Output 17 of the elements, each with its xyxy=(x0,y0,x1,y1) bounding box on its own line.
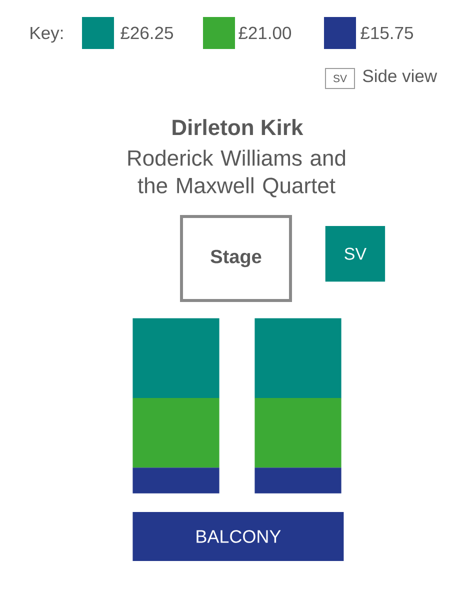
title: Dirleton Kirk xyxy=(172,119,304,136)
seating-block xyxy=(254,318,342,398)
seating-block xyxy=(254,468,342,494)
stage-box: Stage xyxy=(180,215,292,302)
key-heading: Key: xyxy=(30,26,63,43)
seating-block xyxy=(132,398,220,468)
legend-label: £15.75 xyxy=(360,26,413,40)
legend-label: £21.00 xyxy=(238,26,292,40)
legend-label: £26.25 xyxy=(120,26,173,40)
sample-box: SV xyxy=(325,68,355,89)
legend-label: Side view xyxy=(363,69,438,82)
side-view-box: SV xyxy=(325,226,386,282)
subtitle: Roderick Williams and the Maxwell Quartet xyxy=(128,150,346,198)
seating-block xyxy=(132,468,220,494)
seating-block xyxy=(254,398,342,468)
seating-block xyxy=(132,318,220,398)
balcony-box: BALCONY xyxy=(132,512,344,561)
